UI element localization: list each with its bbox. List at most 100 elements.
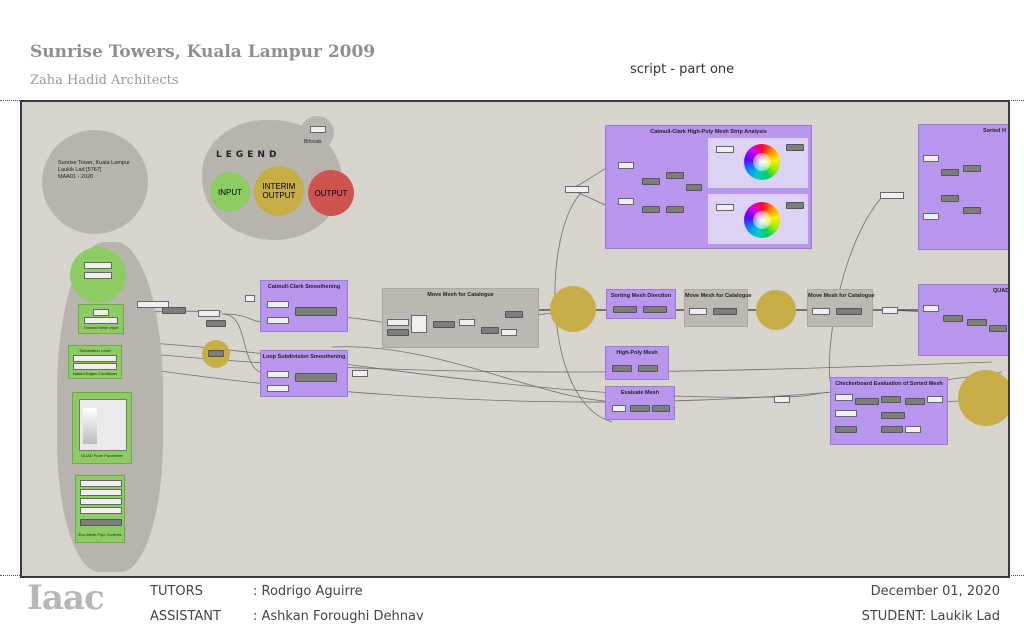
sorted-input[interactable]: [880, 192, 904, 199]
strip-component[interactable]: [618, 162, 634, 169]
sorted-component[interactable]: [923, 155, 939, 162]
checker-component[interactable]: [855, 398, 879, 405]
naked-edges-label: Naked Edges Conditions: [72, 371, 118, 376]
eco-mesh-slider[interactable]: [80, 498, 122, 505]
catmull-smoothening-title: Catmull-Clark Smoothening: [267, 284, 341, 290]
mesh-input-component[interactable]: [84, 262, 112, 269]
bifocals-component[interactable]: [310, 126, 326, 133]
move-mesh-component[interactable]: [459, 319, 475, 326]
sorted-component[interactable]: [963, 165, 981, 172]
subdivision-label: Subdivision Level: [79, 348, 111, 353]
quad-component[interactable]: [967, 319, 987, 326]
sorted-component[interactable]: [941, 195, 959, 202]
assistant-label: ASSISTANT: [150, 609, 221, 624]
high-poly-component[interactable]: [612, 365, 632, 372]
move-mesh-component[interactable]: [689, 308, 707, 315]
eco-mesh-slider[interactable]: [80, 480, 122, 487]
tweak-mesh-param[interactable]: [93, 309, 109, 316]
quad-component[interactable]: [923, 305, 939, 312]
sorted-component[interactable]: [963, 207, 981, 214]
strip-component[interactable]: [716, 204, 734, 211]
strip-component[interactable]: [686, 184, 702, 191]
checker-component[interactable]: [881, 412, 905, 419]
mesh-input-component[interactable]: [84, 272, 112, 279]
mesh-output[interactable]: [882, 307, 898, 314]
checker-component[interactable]: [835, 410, 857, 417]
page-title: Sunrise Towers, Kuala Lampur 2009: [30, 42, 376, 62]
legend-interim-label: INTERIM OUTPUT: [262, 182, 296, 200]
move-mesh-component[interactable]: [481, 327, 499, 334]
eco-mesh-group: Eco Mesh Pipe Controls: [75, 475, 125, 543]
checker-component[interactable]: [835, 394, 853, 401]
catmull-component[interactable]: [267, 317, 289, 324]
quad-title: QUAD: [993, 288, 1010, 294]
subdivision-slider[interactable]: [73, 355, 117, 362]
catmull-component[interactable]: [295, 307, 337, 316]
strip-component[interactable]: [666, 206, 684, 213]
sorting-component[interactable]: [613, 306, 637, 313]
move-mesh-group-3: Move Mesh for Catalogue: [807, 289, 875, 327]
eco-mesh-toggle[interactable]: [80, 519, 122, 526]
strip-component[interactable]: [618, 198, 634, 205]
checker-component[interactable]: [881, 396, 901, 403]
move-mesh-component[interactable]: [836, 308, 862, 315]
info-line: Sunrise Tower, Kuala Lampur: [58, 160, 130, 166]
tweak-mesh-param[interactable]: [84, 317, 118, 324]
move-mesh-component[interactable]: [505, 311, 523, 318]
quad-pane-graph[interactable]: [79, 399, 127, 451]
move-mesh-component[interactable]: [387, 319, 409, 326]
info-line: MAA01 - 2020: [58, 174, 94, 180]
sorting-component[interactable]: [643, 306, 667, 313]
checker-input[interactable]: [774, 396, 790, 403]
checker-component[interactable]: [905, 398, 925, 405]
mesh-component[interactable]: [206, 320, 226, 327]
loop-component[interactable]: [267, 385, 289, 392]
strip-component[interactable]: [666, 172, 684, 179]
eco-mesh-slider[interactable]: [80, 489, 122, 496]
info-line: Laukik Lad [5767]: [58, 167, 102, 173]
move-mesh-component[interactable]: [713, 308, 737, 315]
interim-component[interactable]: [208, 350, 224, 357]
strip-component[interactable]: [786, 202, 804, 209]
mesh-component[interactable]: [245, 295, 255, 302]
loop-output[interactable]: [352, 370, 368, 377]
move-mesh-component[interactable]: [812, 308, 830, 315]
strip-component[interactable]: [642, 206, 660, 213]
mesh-component[interactable]: [162, 307, 186, 314]
checker-component[interactable]: [927, 396, 943, 403]
grasshopper-canvas[interactable]: Sunrise Tower, Kuala Lampur Laukik Lad […: [20, 100, 1010, 578]
strip-component[interactable]: [716, 146, 734, 153]
move-mesh-component[interactable]: [411, 315, 427, 333]
naked-edges-slider[interactable]: [73, 363, 117, 370]
quad-component[interactable]: [989, 325, 1007, 332]
tweak-mesh-group: Tweakd Mesh Input: [78, 304, 124, 334]
catmull-component[interactable]: [267, 301, 289, 308]
strip-component[interactable]: [642, 178, 660, 185]
mesh-component[interactable]: [137, 301, 169, 308]
sorted-component[interactable]: [941, 169, 959, 176]
loop-component[interactable]: [295, 373, 337, 382]
checker-component[interactable]: [905, 426, 921, 433]
strip-input[interactable]: [565, 186, 589, 193]
loop-component[interactable]: [267, 371, 289, 378]
strip-component[interactable]: [786, 144, 804, 151]
sorting-direction-group: Sorting Mesh Direction: [606, 289, 676, 319]
date-text: December 01, 2020: [870, 584, 1000, 599]
move-mesh-title-2: Move Mesh for Catalogue: [685, 293, 752, 299]
mesh-component[interactable]: [198, 310, 220, 317]
quad-component[interactable]: [943, 315, 963, 322]
tutors-value: : Rodrigo Aguirre: [253, 584, 363, 599]
high-poly-component[interactable]: [638, 365, 658, 372]
evaluate-component[interactable]: [652, 405, 670, 412]
checker-component[interactable]: [835, 426, 857, 433]
evaluate-component[interactable]: [612, 405, 626, 412]
eco-mesh-slider[interactable]: [80, 507, 122, 514]
color-wheel-icon: [744, 144, 780, 180]
checker-component[interactable]: [881, 426, 903, 433]
sorted-component[interactable]: [923, 213, 939, 220]
move-mesh-component[interactable]: [433, 321, 455, 328]
color-wheel-icon: [744, 202, 780, 238]
move-mesh-component[interactable]: [387, 329, 409, 336]
evaluate-component[interactable]: [630, 405, 650, 412]
move-mesh-component[interactable]: [501, 329, 517, 336]
